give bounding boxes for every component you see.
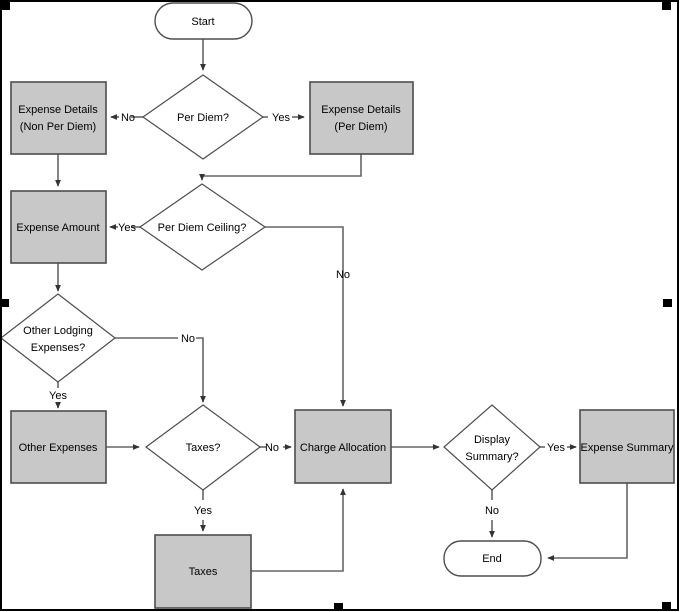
- selection-handle-bottom-right[interactable]: [662, 602, 671, 611]
- selection-handle-bottom-center[interactable]: [334, 603, 343, 611]
- node-end-label: End: [482, 553, 502, 565]
- edge-labels-layer: No Yes Yes No No Yes No Yes Yes No: [49, 112, 565, 517]
- selection-handle-middle-left[interactable]: [0, 299, 9, 307]
- node-display-summary-line2: Summary?: [465, 451, 518, 463]
- node-expense-details-per-diem[interactable]: Expense Details (Per Diem): [309, 81, 414, 155]
- edge-label-display-no: No: [485, 505, 499, 517]
- selection-handle-top-left[interactable]: [1, 1, 10, 10]
- node-taxes-q-label: Taxes?: [186, 442, 221, 454]
- node-charge-allocation-label: Charge Allocation: [300, 442, 386, 454]
- node-other-expenses-label: Other Expenses: [19, 442, 98, 454]
- edge-ceiling-no[interactable]: [265, 226, 346, 407]
- edge-label-lodging-no: No: [181, 333, 195, 345]
- node-display-summary-line1: Display: [474, 434, 511, 446]
- node-end[interactable]: End: [443, 540, 542, 577]
- node-charge-allocation[interactable]: Charge Allocation: [294, 409, 392, 484]
- node-details-pd-line2: (Per Diem): [334, 121, 387, 133]
- node-other-expenses[interactable]: Other Expenses: [10, 410, 107, 484]
- edge-summary-to-end[interactable]: [547, 483, 628, 561]
- node-other-lodging-line1: Other Lodging: [23, 325, 93, 337]
- edges-layer: [55, 39, 628, 572]
- node-expense-summary[interactable]: Expense Summary: [579, 409, 675, 484]
- edge-label-lodging-yes: Yes: [49, 390, 67, 402]
- node-details-nonpd-line2: (Non Per Diem): [20, 121, 96, 133]
- edge-details-pd-to-ceiling[interactable]: [199, 154, 362, 181]
- selection-handle-top-right[interactable]: [662, 1, 671, 10]
- node-pd-ceiling-label: Per Diem Ceiling?: [158, 222, 247, 234]
- node-taxes[interactable]: Taxes: [154, 534, 252, 609]
- edge-label-ceiling-yes: Yes: [118, 222, 136, 234]
- node-per-diem-decision[interactable]: Per Diem?: [141, 74, 265, 160]
- edge-label-display-yes: Yes: [547, 442, 565, 454]
- node-display-summary-decision[interactable]: Display Summary?: [443, 404, 541, 491]
- node-details-nonpd-line1: Expense Details: [18, 104, 98, 116]
- node-expense-amount[interactable]: Expense Amount: [10, 190, 107, 264]
- node-expense-amount-label: Expense Amount: [16, 222, 99, 234]
- node-taxes-decision[interactable]: Taxes?: [144, 404, 262, 491]
- node-other-lodging-decision[interactable]: Other Lodging Expenses?: [0, 293, 116, 383]
- node-expense-details-non-per-diem[interactable]: Expense Details (Non Per Diem): [10, 81, 107, 155]
- node-per-diem-ceiling-decision[interactable]: Per Diem Ceiling?: [138, 183, 267, 271]
- node-start-label: Start: [191, 16, 214, 28]
- node-per-diem-label: Per Diem?: [177, 112, 229, 124]
- node-start[interactable]: Start: [154, 2, 253, 40]
- node-taxes-label: Taxes: [189, 566, 218, 578]
- edge-lodging-no-b[interactable]: [196, 337, 206, 403]
- node-details-pd-line1: Expense Details: [321, 104, 401, 116]
- edge-label-taxes-no: No: [265, 442, 279, 454]
- edge-label-taxes-yes: Yes: [194, 505, 212, 517]
- edge-label-per-diem-no: No: [121, 112, 135, 124]
- selection-handle-middle-right[interactable]: [663, 299, 672, 307]
- node-expense-summary-label: Expense Summary: [581, 442, 674, 454]
- edge-label-ceiling-no: No: [336, 269, 350, 281]
- edge-taxes-to-charge[interactable]: [251, 488, 346, 572]
- node-other-lodging-line2: Expenses?: [31, 342, 85, 354]
- edge-label-per-diem-yes: Yes: [272, 112, 290, 124]
